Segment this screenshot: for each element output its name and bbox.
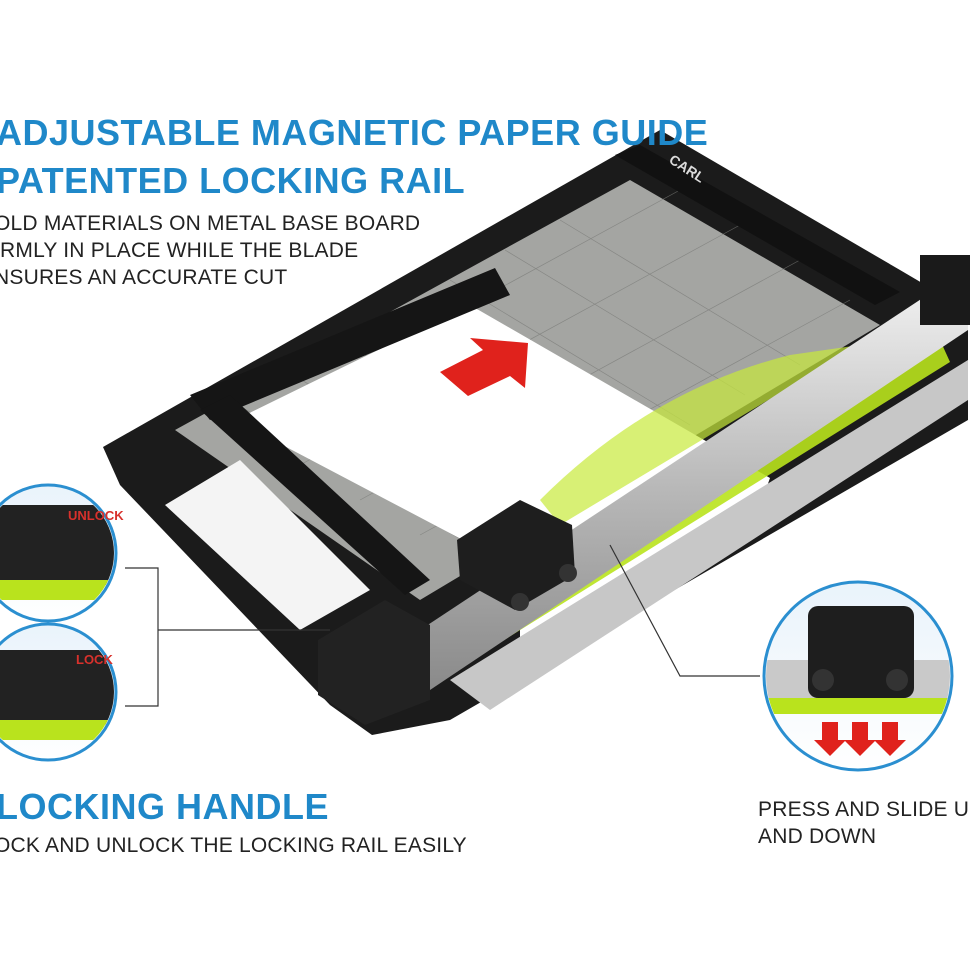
down-arrows-icon <box>814 722 906 756</box>
lock-label: LOCK <box>76 652 113 667</box>
magnetic-guide <box>190 268 510 420</box>
slider-knob <box>511 593 529 611</box>
locking-handle-title: LOCKING HANDLE <box>0 786 329 827</box>
locking-handle <box>318 600 430 725</box>
rail-lower <box>450 360 968 710</box>
rail-end-cap <box>920 255 970 325</box>
callout-line-handle <box>125 567 159 707</box>
paper-guide-title-line2: PATENTED LOCKING RAIL <box>0 160 466 201</box>
paper-guide-desc-line2: IRMLY IN PLACE WHILE THE BLADE <box>0 239 359 262</box>
slider-knob <box>559 564 577 582</box>
slider-desc-line2: AND DOWN <box>758 825 877 848</box>
magnetic-guide-side <box>200 395 430 595</box>
blade-slider <box>457 500 575 610</box>
slider-desc-line1: PRESS AND SLIDE UP <box>758 798 970 821</box>
top-clamp <box>615 145 900 305</box>
warning-label <box>165 460 370 630</box>
callout-line-slider <box>609 544 760 677</box>
unlock-label: UNLOCK <box>68 508 124 523</box>
paper-guide-title-line1: ADJUSTABLE MAGNETIC PAPER GUIDE <box>0 112 709 153</box>
red-arrow <box>440 338 528 396</box>
paper-guide-desc-line1: OLD MATERIALS ON METAL BASE BOARD <box>0 212 421 235</box>
paper-guide-desc-line3: NSURES AN ACCURATE CUT <box>0 266 288 289</box>
locking-handle-desc: OCK AND UNLOCK THE LOCKING RAIL EASILY <box>0 834 467 857</box>
green-shield <box>540 345 860 525</box>
